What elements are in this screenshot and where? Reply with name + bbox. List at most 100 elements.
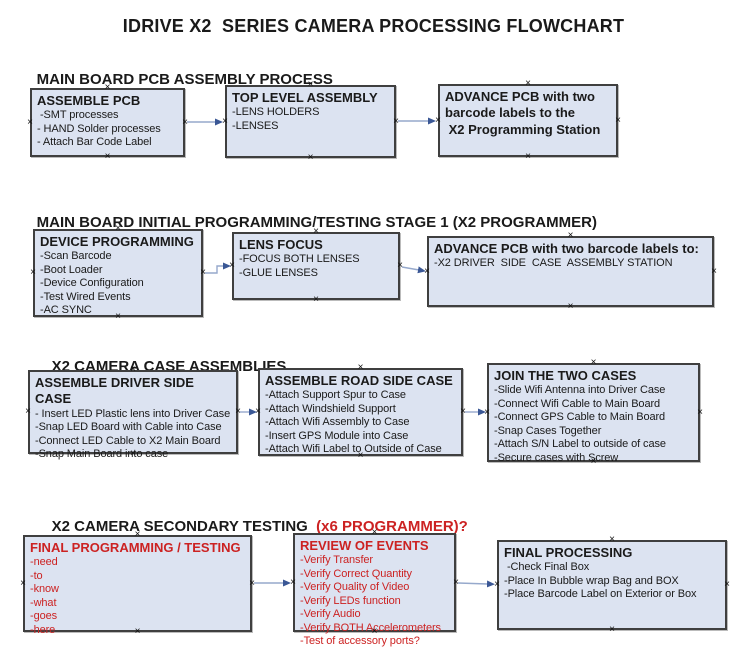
box-title: ADVANCE PCB with two barcode labels to:: [434, 241, 699, 256]
box-title: ASSEMBLE ROAD SIDE CASE: [265, 373, 453, 388]
box-item: -Attach Wifi Assembly to Case: [265, 416, 410, 429]
flowchart-box-device-programming: DEVICE PROGRAMMING -Scan Barcode-Boot Lo…: [30, 224, 206, 322]
connection-point-icon: ×: [25, 406, 31, 417]
box-items: -X2 DRIVER SIDE CASE ASSEMBLY STATION: [434, 257, 708, 271]
box-item: -LENSES: [232, 119, 279, 132]
box-item: -Verify Audio: [300, 608, 361, 621]
box-item: -Boot Loader: [40, 263, 103, 276]
connection-point-icon: ×: [724, 579, 730, 590]
box-item: -GLUE LENSES: [239, 266, 318, 279]
connector-arrow: [401, 266, 426, 274]
box-item: -Insert GPS Module into Case: [265, 429, 409, 442]
box-item: -to: [30, 569, 43, 582]
box-item: -Attach S/N Label to outside of case: [494, 438, 666, 451]
box-item: -Check Final Box: [504, 561, 590, 574]
box-item: -Secure cases with Screw: [494, 451, 619, 464]
box-title: DEVICE PROGRAMMING: [40, 234, 194, 249]
page-title: IDRIVE X2 SERIES CAMERA PROCESSING FLOWC…: [122, 16, 625, 36]
box-item: - Insert LED Plastic lens into Driver Ca…: [35, 407, 231, 420]
box-item: -Slide Wifi Antenna into Driver Case: [494, 384, 666, 397]
flowchart-box-advance-pcb-driver-side: ADVANCE PCB with two barcode labels to: …: [424, 231, 717, 312]
box-item: -SMT processes: [37, 109, 119, 122]
connection-point-icon: ×: [609, 624, 615, 635]
box-item: -FOCUS BOTH LENSES: [239, 253, 360, 266]
flowchart-box-final-processing: FINAL PROCESSING -Check Final Box-Place …: [494, 535, 730, 635]
connection-point-icon: ×: [435, 114, 441, 126]
box-item: - Attach Bar Code Label: [37, 136, 152, 149]
box-items: -Scan Barcode-Boot Loader-Device Configu…: [40, 250, 197, 318]
flowchart-box-advance-pcb-programming-station: ADVANCE PCB with two barcode labels to t…: [435, 79, 621, 162]
box-item: -Verify Quality of Video: [300, 581, 410, 594]
connection-point-icon: ×: [525, 151, 531, 162]
box-items: -Slide Wifi Antenna into Driver Case-Con…: [494, 384, 694, 465]
connection-point-icon: ×: [222, 115, 228, 127]
connection-point-icon: ×: [104, 151, 111, 162]
box-item: -Attach Windshield Support: [265, 402, 396, 415]
flowchart-box-review-of-events: REVIEW OF EVENTS -Verify Transfer-Verify…: [290, 528, 459, 648]
box-item: -Test Wired Events: [40, 290, 131, 303]
box-item: -Attach Support Spur to Case: [265, 389, 406, 402]
flowchart-box-join-the-two-cases: JOIN THE TWO CASES -Slide Wifi Antenna i…: [484, 358, 703, 467]
box-item: -Verify Correct Quantity: [300, 567, 412, 580]
box-title: ADVANCE PCB with two barcode labels to t…: [445, 89, 601, 137]
box-items: -Attach Support Spur to Case-Attach Wind…: [265, 389, 457, 457]
box-item: - HAND Solder processes: [37, 122, 161, 135]
box-item: -Connect LED Cable to X2 Main Board: [35, 434, 221, 447]
box-item: -AC SYNC: [40, 304, 92, 317]
connector-arrow: [205, 262, 231, 274]
box-items: -LENS HOLDERS-LENSES: [232, 106, 390, 133]
box-items: -Check Final Box-Place In Bubble wrap Ba…: [504, 561, 721, 602]
connection-point-icon: ×: [567, 301, 574, 312]
box-item: -Verify Transfer: [300, 554, 373, 567]
box-items: -need-to-know-what-goes-here: [30, 556, 246, 637]
box-item: -Scan Barcode: [40, 250, 112, 263]
box-item: -need: [30, 556, 58, 569]
box-item: -Snap LED Board with Cable into Case: [35, 421, 222, 433]
box-item: -Snap Main Board into case: [35, 448, 169, 460]
flowchart-box-top-level-assembly: TOP LEVEL ASSEMBLY -LENS HOLDERS-LENSES …: [222, 80, 399, 163]
flowchart-box-lens-focus: LENS FOCUS -FOCUS BOTH LENSES-GLUE LENSE…: [229, 227, 403, 305]
box-title: LENS FOCUS: [239, 237, 323, 252]
connection-point-icon: ×: [200, 267, 206, 278]
connection-point-icon: ×: [235, 406, 241, 417]
box-item: -Connect GPS Cable to Main Board: [494, 411, 666, 424]
box-title: FINAL PROGRAMMING / TESTING: [30, 540, 241, 555]
box-item: -Device Configuration: [40, 277, 144, 290]
box-title: ASSEMBLE DRIVER SIDE CASE: [35, 375, 198, 407]
section-heading-text: MAIN BOARD PCB ASSEMBLY PROCESS: [36, 71, 333, 88]
box-item: -here: [30, 623, 56, 636]
box-item: -Place In Bubble wrap Bag and BOX: [504, 574, 679, 587]
box-item: -Attach Wifi Label to Outside of Case: [265, 443, 442, 456]
connection-point-icon: ×: [357, 362, 364, 373]
box-item: -Snap Cases Together: [494, 424, 602, 437]
box-title: ASSEMBLE PCB: [37, 93, 141, 108]
flowchart-box-assemble-driver-side-case: ASSEMBLE DRIVER SIDE CASE - Insert LED P…: [25, 365, 241, 461]
connection-point-icon: ×: [30, 267, 36, 278]
box-item: -LENS HOLDERS: [232, 106, 320, 119]
box-items: -Verify Transfer-Verify Correct Quantity…: [300, 554, 450, 649]
box-item: -Place Barcode Label on Exterior or Box: [504, 588, 697, 601]
connection-point-icon: ×: [711, 265, 717, 277]
connection-point-icon: ×: [484, 406, 490, 418]
connection-point-icon: ×: [453, 576, 459, 588]
connection-point-icon: ×: [20, 577, 26, 589]
connection-point-icon: ×: [313, 294, 319, 305]
box-item: -Connect Wifi Cable to Main Board: [494, 397, 661, 410]
connection-point-icon: ×: [525, 78, 531, 89]
box-item: -know: [30, 583, 59, 596]
box-items: -SMT processes- HAND Solder processes- A…: [37, 109, 179, 150]
connection-point-icon: ×: [393, 115, 399, 127]
flowchart-box-assemble-road-side-case: ASSEMBLE ROAD SIDE CASE -Attach Support …: [255, 363, 466, 461]
connection-point-icon: ×: [609, 534, 615, 545]
connection-point-icon: ×: [182, 116, 188, 128]
box-item: -X2 DRIVER SIDE CASE ASSEMBLY STATION: [434, 257, 673, 270]
connection-point-icon: ×: [307, 152, 314, 163]
box-title: FINAL PROCESSING: [504, 545, 633, 560]
connection-point-icon: ×: [424, 265, 430, 277]
connector-arrow: [457, 580, 495, 588]
box-items: - Insert LED Plastic lens into Driver Ca…: [35, 408, 232, 462]
flowchart-box-assemble-pcb: ASSEMBLE PCB -SMT processes- HAND Solder…: [27, 83, 188, 162]
connection-point-icon: ×: [290, 576, 296, 588]
section-heading-text: MAIN BOARD INITIAL PROGRAMMING/TESTING S…: [36, 214, 597, 231]
